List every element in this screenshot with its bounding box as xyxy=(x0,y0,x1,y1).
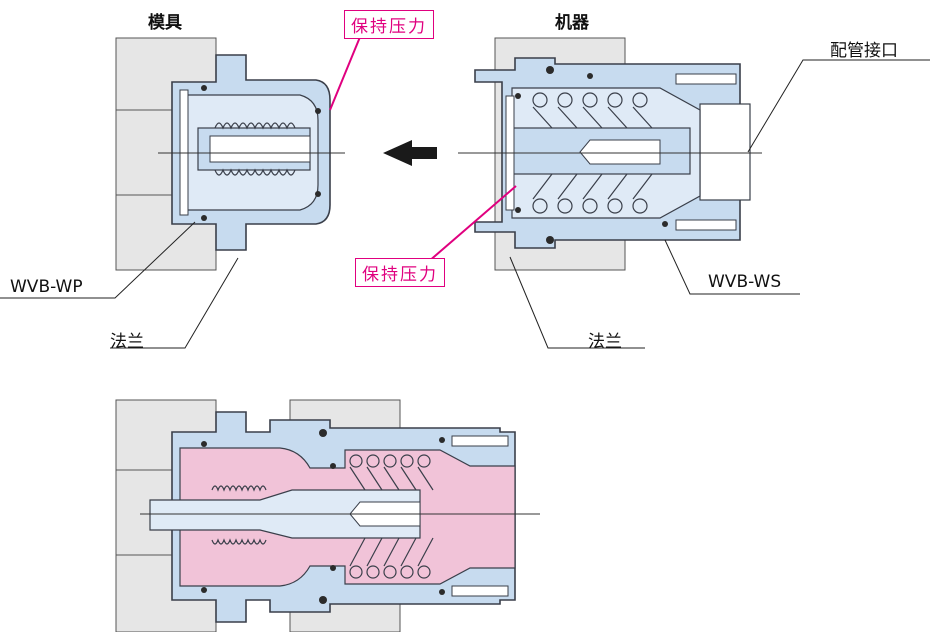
leader-lines-top xyxy=(0,36,930,349)
label-wvb-wp: WVB-WP xyxy=(10,277,83,297)
label-machine: 机器 xyxy=(555,13,589,33)
label-flange-left: 法兰 xyxy=(110,332,144,352)
wvb-ws-socket xyxy=(474,57,751,249)
label-holding-pressure-top: 保持压力 xyxy=(344,10,434,39)
label-flange-right: 法兰 xyxy=(588,332,622,352)
label-wvb-ws: WVB-WS xyxy=(708,272,782,292)
coupled-assembly xyxy=(149,411,516,623)
label-pipe-port: 配管接口 xyxy=(830,41,898,61)
connect-arrow-icon xyxy=(383,140,437,166)
label-mold: 模具 xyxy=(148,13,182,33)
label-holding-pressure-bottom: 保持压力 xyxy=(355,258,445,287)
